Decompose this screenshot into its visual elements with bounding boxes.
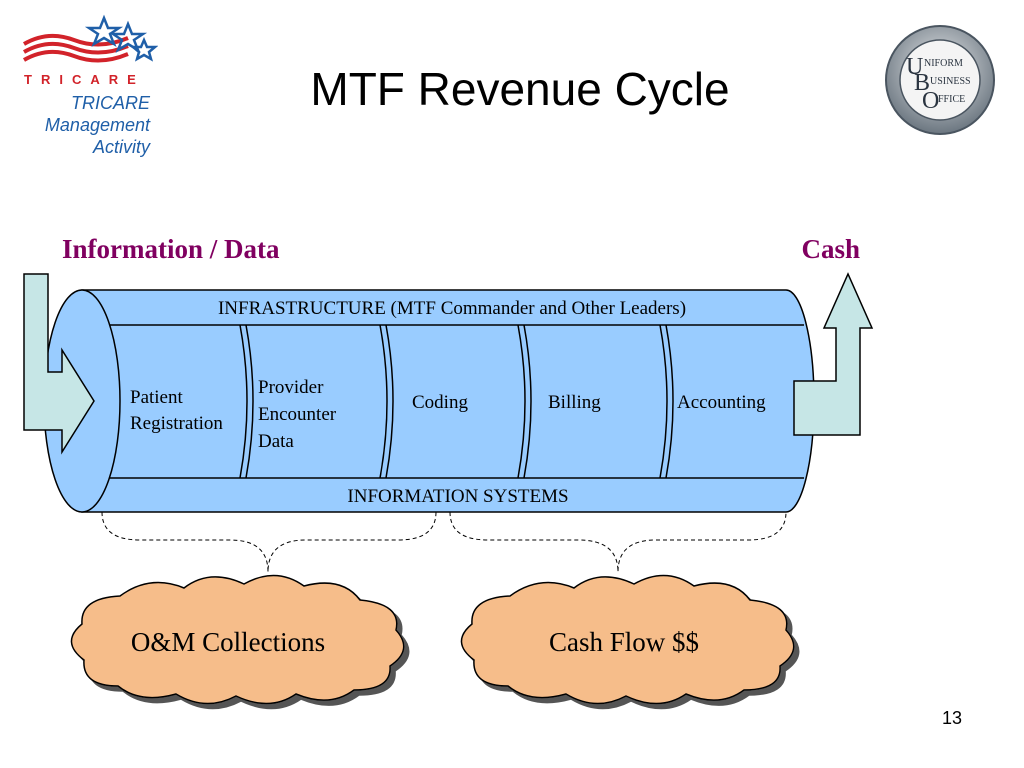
output-arrow-icon	[793, 272, 874, 436]
tricare-flag-stars-icon	[22, 14, 159, 63]
stage-provider-encounter-data: Provider Encounter Data	[258, 377, 341, 452]
org-line: Management	[44, 115, 150, 135]
slide-title: MTF Revenue Cycle	[310, 63, 730, 115]
seal-letter: O	[922, 88, 939, 114]
stage-patient-registration: Patient Registration	[130, 387, 223, 434]
tricare-org-name: TRICARE Management Activity	[45, 92, 150, 158]
seal-letter: U	[906, 54, 923, 80]
input-label: Information / Data	[62, 234, 280, 264]
outcome-label: Cash Flow $$	[549, 627, 699, 657]
seal-word: USINESS	[930, 76, 971, 87]
stage-coding: Coding	[412, 392, 468, 413]
stage-billing: Billing	[548, 392, 601, 413]
tricare-brand-text: TRICARE	[24, 72, 145, 87]
infrastructure-band-label: INFRASTRUCTURE (MTF Commander and Other …	[218, 298, 686, 319]
brace-right	[449, 511, 787, 573]
seal-letter: B	[914, 70, 930, 96]
cloud-om-collections	[70, 574, 405, 705]
org-line: TRICARE	[70, 93, 150, 113]
input-arrow-icon	[23, 273, 95, 455]
stage-accounting: Accounting	[677, 392, 766, 413]
cloud-cash-flow	[460, 574, 795, 705]
ubo-seal-icon: U NIFORM B USINESS O FFICE	[885, 25, 995, 135]
information-systems-band-label: INFORMATION SYSTEMS	[347, 486, 568, 507]
page-number: 13	[941, 708, 962, 728]
brace-left	[101, 511, 437, 573]
outcome-label: O&M Collections	[131, 627, 325, 657]
seal-word: FFICE	[938, 94, 965, 105]
tricare-logo: TRICARE TRICARE Management Activity	[18, 14, 159, 164]
seal-word: NIFORM	[924, 58, 963, 69]
output-label: Cash	[801, 234, 860, 264]
org-line: Activity	[92, 137, 150, 157]
